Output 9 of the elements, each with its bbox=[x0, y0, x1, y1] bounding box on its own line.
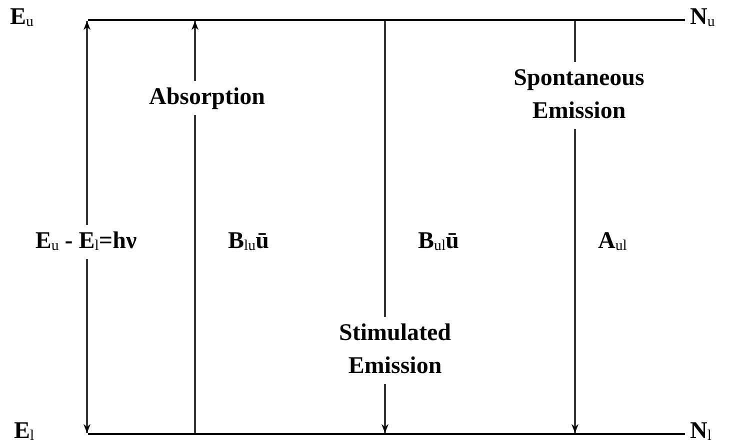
level-label: E$_{u}$ bbox=[10, 4, 34, 31]
level-label: N$_{l}$ bbox=[690, 418, 712, 445]
level-label: N$_{u}$ bbox=[690, 4, 715, 31]
rate-coefficient-label: B$_{lu}$ū bbox=[228, 228, 269, 255]
level-label: E$_{l}$ bbox=[14, 418, 34, 445]
rate-coefficient-label: A$_{ul}$ bbox=[598, 228, 627, 255]
rate-coefficient-label: B$_{ul}$ū bbox=[418, 228, 459, 255]
arrow bbox=[191, 21, 199, 433]
arrow bbox=[83, 21, 91, 433]
